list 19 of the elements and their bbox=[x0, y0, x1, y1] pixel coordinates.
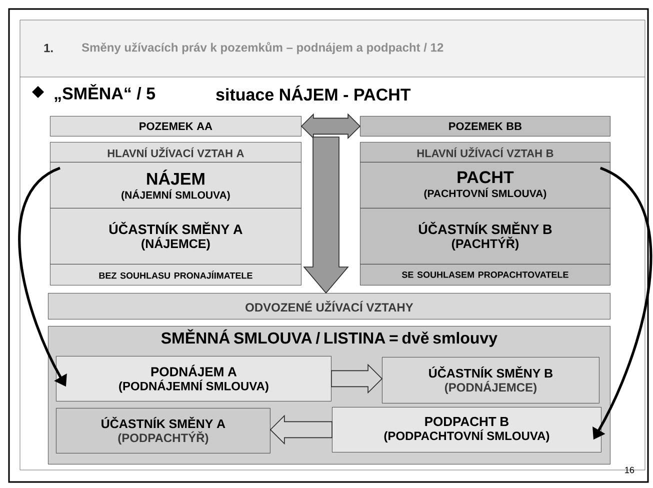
text-box: ÚČASTNÍK SMĚNY A (PODPACHTÝŘ) bbox=[56, 408, 270, 454]
text-box: ÚČASTNÍK SMĚNY B (PODNÁJEMCE) bbox=[382, 357, 600, 404]
title: „SMĚNA“ / 5 bbox=[54, 84, 156, 102]
text-box: BEZ SOUHLASU PRONAJÍIMATELE bbox=[50, 264, 302, 286]
text-box: HLAVNÍ UŽÍVACÍ VZTAH A bbox=[50, 142, 302, 162]
text-box: PODNÁJEM A (PODNÁJEMNÍ SMLOUVA) bbox=[56, 356, 332, 402]
block-arrow bbox=[331, 364, 383, 394]
text-box: POZEMEK BB bbox=[360, 116, 610, 136]
page-number: 16 bbox=[625, 466, 634, 474]
text-box: SE SOUHLASEM PROPACHTOVATELE bbox=[360, 264, 610, 286]
slide-heading: Směny užívacích práv k pozemkům – podnájem a podpacht / 12 bbox=[82, 42, 444, 54]
slide-number: 1. bbox=[44, 44, 53, 52]
section-band: ODVOZENÉ UŽÍVACÍ VZTAHY bbox=[48, 293, 610, 320]
block-arrow bbox=[270, 414, 332, 445]
text-box: HLAVNÍ UŽÍVACÍ VZTAH B bbox=[360, 142, 610, 162]
text-box: PODPACHT B (PODPACHTOVNÍ SMLOUVA) bbox=[332, 407, 602, 452]
text-box: POZEMEK AA bbox=[50, 116, 302, 136]
block-arrow bbox=[303, 136, 349, 294]
subtitle: situace NÁJEM - PACHT bbox=[216, 85, 411, 101]
